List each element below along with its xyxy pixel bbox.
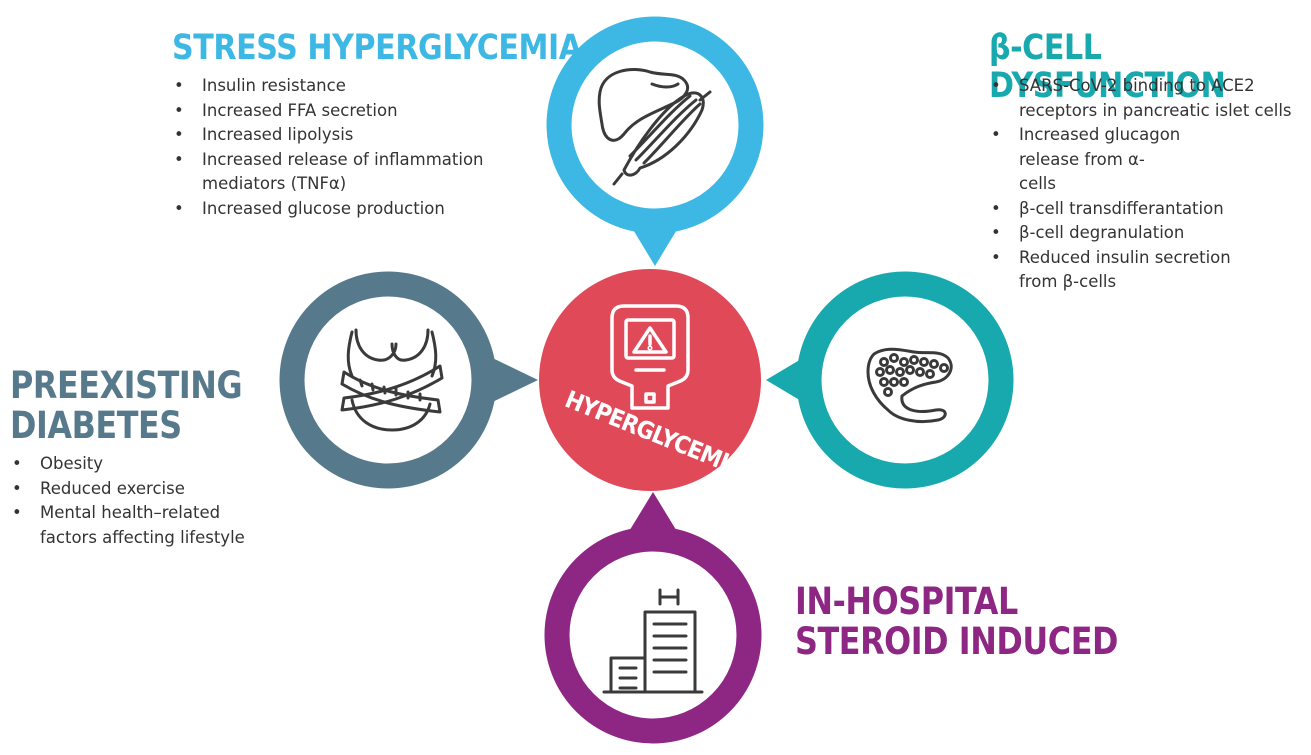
center-circle <box>539 269 761 491</box>
stress-node <box>546 16 764 266</box>
stress-heading: STRESS HYPERGLYCEMIA <box>172 28 582 68</box>
pancreas-icon <box>866 347 953 424</box>
list-item: β-cell transdifferantation <box>989 197 1311 222</box>
list-item: SARS-CoV-2 binding to ACE2 receptors in … <box>989 74 1311 123</box>
beta-cell-pointer <box>766 352 813 408</box>
preexisting-heading: PREEXISTING DIABETES <box>10 364 243 447</box>
list-item: Reduced insulin secretion from β-cells <box>989 246 1311 295</box>
hospital-building-icon <box>602 588 704 694</box>
list-item: Increased glucose production <box>172 197 532 222</box>
liver-and-muscle-icon <box>597 68 712 186</box>
beta-cell-list: SARS-CoV-2 binding to ACE2 receptors in … <box>989 74 1311 295</box>
preexisting-ring <box>279 271 497 489</box>
glucose-meter-warning-icon <box>610 304 690 410</box>
preexisting-pointer <box>480 352 538 408</box>
list-item: Increased release of inflammation mediat… <box>172 148 532 197</box>
preexisting-heading-line1: PREEXISTING <box>10 364 243 407</box>
hospital-pointer <box>625 492 681 538</box>
list-item: Mental health–related factors affecting … <box>10 501 280 550</box>
preexisting-node <box>279 271 538 489</box>
waist-measuring-tape-icon <box>340 328 444 432</box>
list-item: Increased FFA secretion <box>172 99 532 124</box>
list-item: Reduced exercise <box>10 477 280 502</box>
stress-pointer <box>626 218 684 266</box>
list-item: β-cell degranulation <box>989 221 1311 246</box>
preexisting-list: Obesity Reduced exercise Mental health–r… <box>10 452 280 550</box>
list-item: Insulin resistance <box>172 74 532 99</box>
beta-cell-node <box>766 271 1014 489</box>
hospital-heading-line1: IN-HOSPITAL <box>795 580 1018 623</box>
hospital-heading-line2: STEROID INDUCED <box>795 619 1119 663</box>
hospital-heading: IN-HOSPITAL STEROID INDUCED <box>795 582 1118 662</box>
list-item: Obesity <box>10 452 280 477</box>
list-item: Increased glucagon release from α-cells <box>989 123 1311 197</box>
center-node: HYPERGLYCEMIA <box>539 269 761 491</box>
preexisting-heading-line2: DIABETES <box>10 403 182 447</box>
stress-list: Insulin resistance Increased FFA secreti… <box>172 74 532 221</box>
list-item: Increased lipolysis <box>172 123 532 148</box>
hospital-node <box>544 492 762 744</box>
